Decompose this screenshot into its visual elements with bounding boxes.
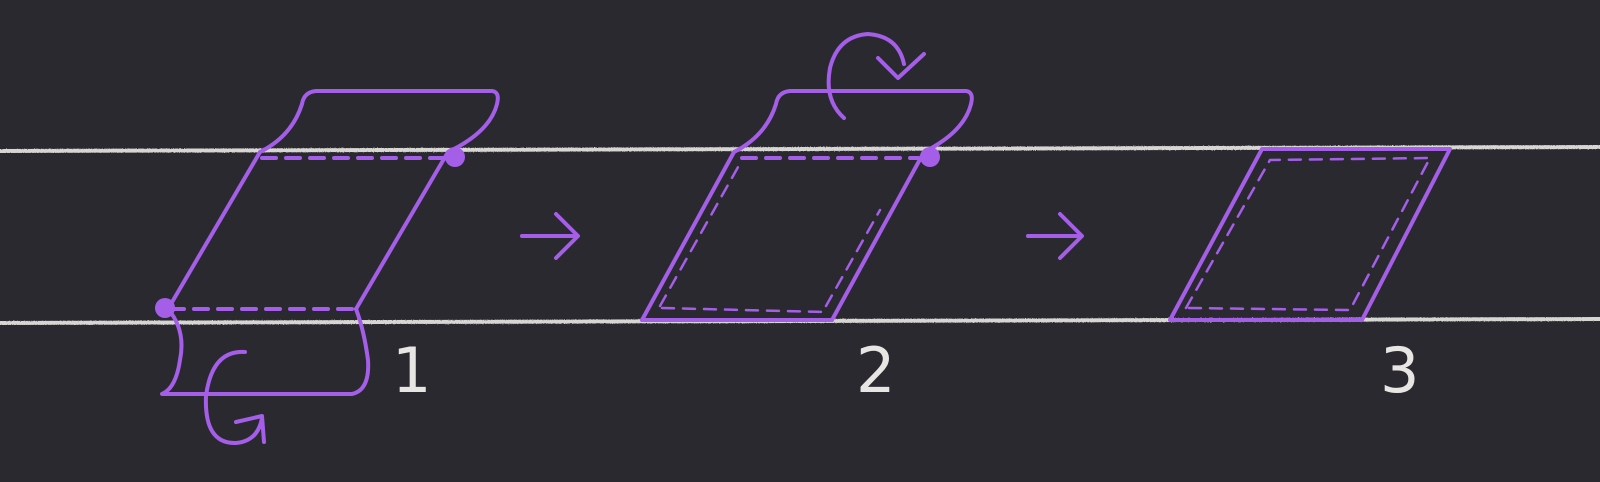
step-2-figure	[640, 32, 974, 322]
step-1-rotate-arrow-icon	[203, 349, 264, 446]
step-2-label: 2	[856, 334, 895, 407]
step-2-inner-left-dash	[658, 158, 744, 308]
step-2-right-edge	[830, 150, 926, 322]
step-2-rotate-arrow-icon	[826, 32, 906, 120]
step-1-label: 1	[392, 334, 431, 407]
step-3-inner-dashed-outline	[1184, 156, 1432, 312]
step-1-right-edge	[354, 150, 450, 311]
step-2-inner-right-dash	[824, 208, 882, 308]
arrow-2	[1026, 212, 1084, 260]
step-2-inner-bottom-dash	[660, 306, 826, 314]
step-1-left-edge	[166, 150, 262, 311]
step-1-pivot-dot-top	[445, 147, 465, 167]
step-1-pivot-dot-bottom	[155, 298, 175, 318]
step-2-left-edge	[640, 150, 736, 322]
step-1-figure	[155, 89, 500, 446]
step-3-parallelogram	[1168, 147, 1452, 322]
step-1-top-flap	[258, 89, 500, 154]
step-3-figure	[1168, 147, 1452, 322]
step-2-pivot-dot	[920, 147, 940, 167]
step-3-label: 3	[1380, 334, 1419, 407]
arrow-1	[520, 212, 580, 260]
step-2-rotate-arrowhead	[876, 52, 926, 80]
step-1-rotate-arrowhead	[234, 414, 266, 444]
step-1-bottom-flap	[160, 307, 371, 396]
step-2-top-flap	[732, 89, 974, 154]
